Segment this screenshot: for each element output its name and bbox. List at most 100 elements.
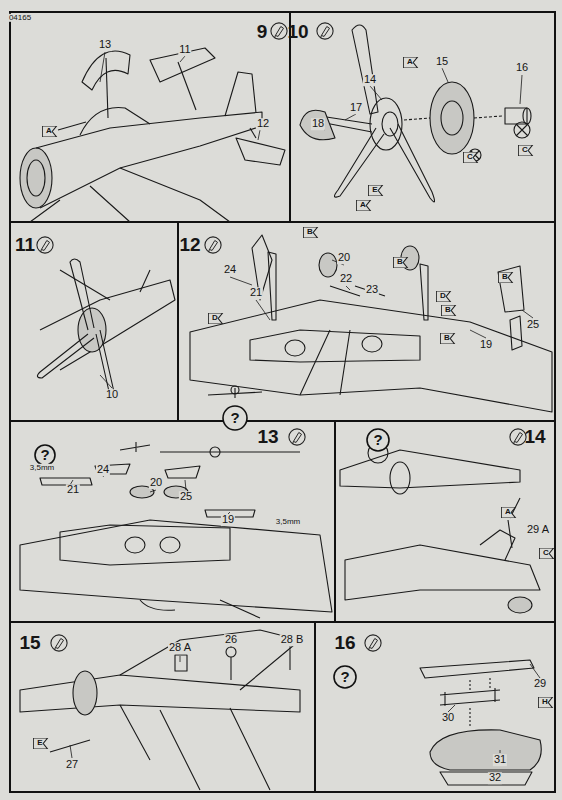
part-drawing [190,300,552,412]
part-drawing [20,520,332,612]
part-drawing [382,112,398,136]
flag-marker [440,333,454,344]
part-drawing [37,259,114,397]
letter-flag: D [211,314,219,322]
panel-frame [10,221,555,223]
letter-flag: E [36,739,43,747]
flag-marker [368,185,382,196]
part-drawing [340,450,520,488]
step-number: 12 [178,235,201,255]
part-drawing [420,264,428,320]
callout-number: 25 [526,319,540,331]
part-drawing [510,316,522,350]
callout-number: 20 [337,252,351,264]
part-drawing [58,122,86,130]
callout-number: 29 A [526,524,550,536]
callout-number: 31 [493,754,507,766]
letter-flag: A [45,127,53,135]
callout-number: 29 [533,678,547,690]
glue-icon [317,23,333,39]
part-drawing [120,705,270,790]
flag-marker [403,57,417,68]
panel-frame [10,12,555,792]
callout-number: 22 [339,273,353,285]
part-drawing [469,708,470,728]
part-drawing [160,537,180,553]
part-drawing [523,108,531,124]
part-drawing [225,72,256,116]
part-drawing [175,655,187,671]
panel-frame [177,222,179,421]
callout-number: 28 B [280,634,305,646]
part-drawing [226,647,236,657]
question-circle [35,445,55,465]
question-mark: ? [372,432,383,448]
part-drawing [440,772,532,785]
part-drawing [165,466,200,478]
part-drawing [390,462,410,494]
flag-marker [518,145,532,156]
step-number: 15 [18,633,41,653]
part-drawing [300,330,350,395]
flag-marker [436,291,450,302]
callout-number: 17 [349,102,363,114]
part-drawing [508,498,520,548]
panel-frame [314,622,316,792]
callout-number: 19 [479,339,493,351]
callout-number: 24 [96,464,110,476]
letter-flag: A [504,508,512,516]
question-mark: ? [229,410,240,426]
dimension: 3,5mm [275,518,301,526]
flag-marker [539,548,553,559]
part-drawing [508,597,532,613]
part-drawing [334,128,384,197]
letter-flag: H [541,698,549,706]
callout-number: 14 [363,74,377,86]
step-number: 16 [333,633,356,653]
callout-number: 20 [149,477,163,489]
part-drawing [140,600,260,618]
flag-marker [501,507,515,518]
panel-frame [334,421,336,622]
part-drawing [430,730,541,770]
step-number: 13 [256,427,279,447]
letter-flag: B [443,334,451,342]
part-drawing [268,252,276,320]
leader-line [70,470,230,514]
step-number: 9 [256,22,269,42]
flag-marker [356,200,370,211]
part-drawing [231,386,239,394]
letter-flag: C [521,146,529,154]
part-drawing [469,680,470,690]
question-mark: ? [339,669,350,685]
part-drawing [516,124,528,136]
part-drawing [404,118,430,120]
callout-number: 16 [515,62,529,74]
part-drawing [120,630,300,690]
part-drawing [80,108,150,135]
part-drawing [73,671,97,715]
panel-frame [10,420,555,422]
sheet-code: 04165 [8,14,32,22]
letter-flag: A [359,201,367,209]
leader-line [70,646,290,758]
glue-icon [37,23,526,651]
glue-icon [37,237,53,253]
glue-icon [271,23,287,39]
letter-flag: B [306,228,314,236]
callout-number: 32 [488,772,502,784]
panel-frame [10,12,555,792]
part-drawing [250,330,420,362]
callout-number: 10 [105,389,119,401]
part-drawing [125,537,145,553]
callout-number: 21 [66,484,80,496]
glue-icon [205,237,221,253]
flag-marker [303,227,317,238]
callout-number: 28 A [168,642,192,654]
part-drawing [370,98,402,150]
step-number: 11 [14,235,36,255]
part-drawing [390,124,435,202]
dimension: 3,5mm [29,464,55,472]
part-drawing [319,253,337,277]
